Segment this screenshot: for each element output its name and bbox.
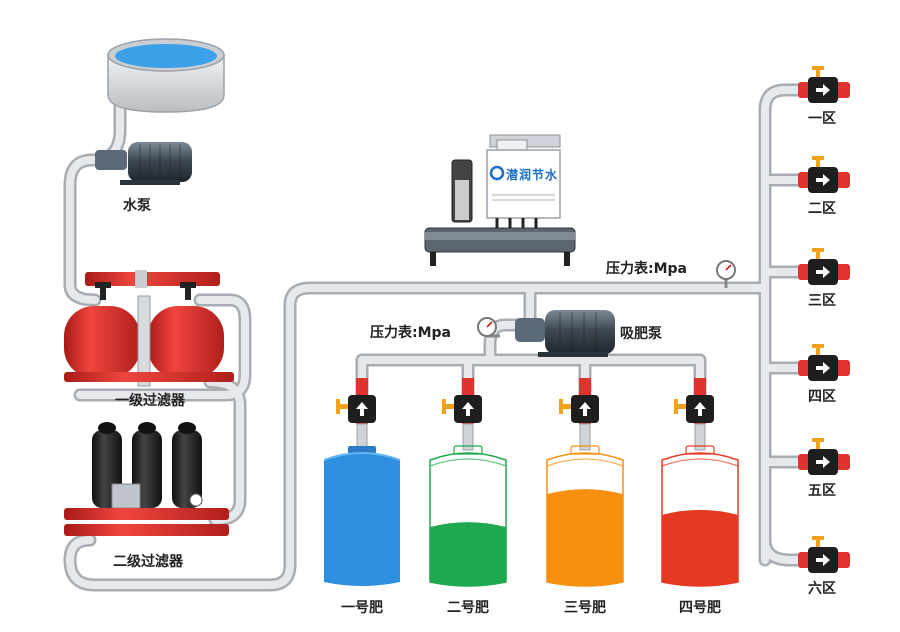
water-reservoir	[107, 38, 225, 113]
zone-valve-6[interactable]	[798, 536, 850, 573]
zone-valve-5[interactable]	[798, 438, 850, 475]
primary-filter-label: 一级过滤器	[115, 393, 185, 409]
tank-label: 一号肥	[341, 600, 383, 616]
fertilizer-tank-4	[661, 445, 739, 587]
tank-label: 三号肥	[564, 600, 606, 616]
tank-valve-1[interactable]	[336, 378, 376, 451]
tank-label: 二号肥	[447, 600, 489, 616]
zone-valve-3[interactable]	[798, 248, 850, 285]
tank-valve-4[interactable]	[674, 378, 714, 451]
pressure-gauge-mid-label: 压力表:Mpa	[370, 325, 451, 341]
pump-label: 水泵	[123, 198, 151, 214]
zone-label: 一区	[808, 111, 836, 127]
pressure-gauge-top-icon	[716, 260, 736, 288]
tank-valve-2[interactable]	[442, 378, 482, 451]
water-pump	[95, 142, 192, 185]
secondary-filter	[64, 422, 229, 536]
fertilizer-pump-label: 吸肥泵	[620, 326, 662, 342]
zone-valve-4[interactable]	[798, 344, 850, 381]
fertigation-controller	[424, 134, 576, 266]
fertilizer-tank-2	[429, 445, 507, 587]
tank-valves	[336, 378, 714, 451]
secondary-filter-label: 二级过滤器	[113, 554, 183, 570]
fertilizer-tanks	[323, 445, 739, 587]
zone-label: 四区	[808, 389, 836, 405]
zone-label: 二区	[808, 201, 836, 217]
zone-valve-1[interactable]	[798, 66, 850, 103]
zone-valves	[798, 66, 850, 573]
zone-valve-2[interactable]	[798, 156, 850, 193]
zone-label: 五区	[808, 483, 836, 499]
pressure-gauge-top-label: 压力表:Mpa	[606, 261, 687, 277]
pressure-gauge-mid-icon	[477, 317, 500, 338]
tank-label: 四号肥	[679, 600, 721, 616]
fertilizer-tank-3	[546, 445, 624, 587]
zone-label: 六区	[808, 581, 836, 597]
fertilizer-tank-1	[323, 446, 401, 586]
primary-filter	[64, 270, 234, 387]
fertilizer-pump	[515, 310, 615, 357]
controller-brand: 潜润节水	[506, 168, 559, 182]
zone-label: 三区	[808, 293, 836, 309]
tank-valve-3[interactable]	[559, 378, 599, 451]
